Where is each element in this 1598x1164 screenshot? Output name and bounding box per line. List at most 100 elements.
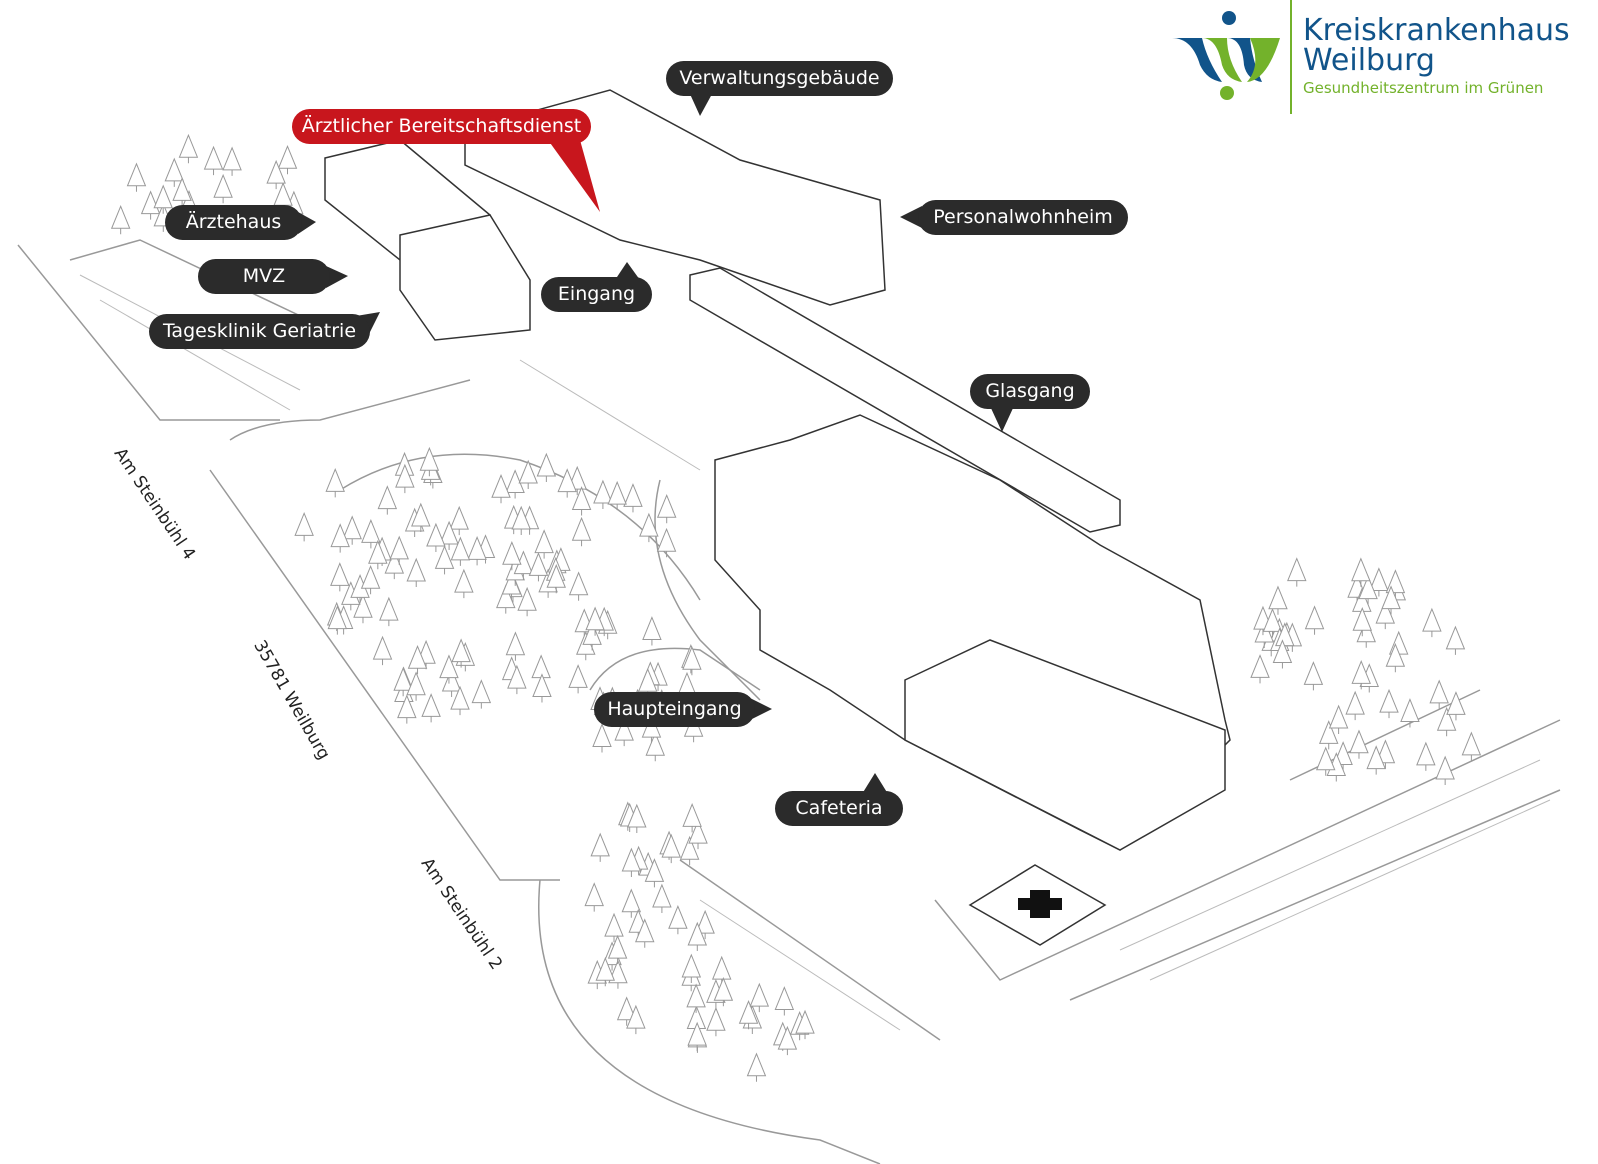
- tree: [372, 635, 393, 666]
- tree: [439, 654, 459, 684]
- tree: [534, 529, 554, 559]
- tree: [325, 467, 345, 498]
- tree: [645, 731, 665, 762]
- tree: [126, 162, 147, 192]
- label-personalwohnheim[interactable]: Personalwohnheim: [918, 200, 1128, 235]
- tree: [379, 596, 399, 627]
- tree: [1304, 605, 1325, 635]
- tree: [421, 693, 441, 723]
- tree: [607, 480, 627, 511]
- tree: [1272, 639, 1293, 669]
- label-verwaltungsgebaeude[interactable]: Verwaltungsgebäude: [666, 61, 893, 96]
- tree: [164, 157, 185, 187]
- label-mvz[interactable]: MVZ: [198, 259, 330, 294]
- tree: [592, 723, 612, 753]
- tree: [774, 986, 795, 1016]
- tree: [777, 1025, 798, 1056]
- tree: [407, 644, 428, 675]
- label-eingang[interactable]: Eingang: [541, 277, 652, 312]
- tree: [1356, 618, 1376, 648]
- tree: [713, 976, 734, 1007]
- tree: [1366, 745, 1386, 775]
- tree: [571, 486, 592, 516]
- tree: [668, 904, 688, 935]
- tree: [294, 512, 314, 542]
- pointer-personal: [900, 206, 922, 228]
- tree: [389, 535, 409, 565]
- tree: [518, 459, 538, 490]
- pointer-bereitschaft: [548, 140, 600, 212]
- tree: [1446, 691, 1466, 721]
- tree: [330, 523, 350, 553]
- tree: [419, 446, 440, 477]
- tree: [501, 570, 522, 600]
- buildings: [324, 89, 1231, 946]
- tree: [635, 918, 655, 948]
- tree: [644, 858, 665, 888]
- tree: [1345, 690, 1365, 721]
- tree: [1352, 606, 1373, 637]
- tree: [450, 536, 471, 566]
- tree: [502, 540, 522, 571]
- tree: [110, 204, 131, 235]
- pointer-eingang: [615, 262, 640, 280]
- label-tagesklinik-geriatrie[interactable]: Tagesklinik Geriatrie: [149, 314, 370, 349]
- tree: [153, 184, 173, 214]
- tree: [626, 1004, 646, 1035]
- tree: [642, 616, 662, 646]
- tree: [627, 803, 647, 834]
- tree: [505, 631, 526, 661]
- tree: [441, 667, 462, 698]
- tree: [681, 953, 702, 983]
- tree: [621, 888, 642, 918]
- building-glasgang: [689, 267, 1121, 533]
- tree: [604, 912, 624, 943]
- label-haupteingang[interactable]: Haupteingang: [594, 692, 755, 727]
- tree: [395, 463, 415, 494]
- tree: [377, 485, 398, 515]
- tree: [1385, 642, 1406, 673]
- label-aerztehaus[interactable]: Ärztehaus: [165, 205, 302, 240]
- tree: [1351, 659, 1371, 690]
- tree: [686, 983, 706, 1013]
- tree: [656, 493, 677, 524]
- tree: [434, 545, 455, 575]
- tree: [1315, 746, 1336, 776]
- tree: [450, 685, 470, 716]
- tree: [467, 536, 487, 566]
- tree: [687, 921, 708, 952]
- tree: [1369, 567, 1389, 597]
- tree: [342, 515, 362, 545]
- pointer-verwaltung: [690, 94, 712, 116]
- tree: [277, 144, 298, 175]
- tree: [1303, 661, 1324, 691]
- tree: [1358, 575, 1378, 605]
- tree: [397, 694, 417, 724]
- tree: [679, 835, 700, 866]
- tree: [688, 819, 708, 850]
- label-glasgang[interactable]: Glasgang: [970, 374, 1090, 409]
- tree: [536, 452, 557, 483]
- tree: [593, 479, 613, 509]
- label-aerztlicher-bereitschaftsdienst[interactable]: Ärztlicher Bereitschaftsdienst: [292, 109, 591, 144]
- tree: [222, 146, 242, 176]
- tree: [1422, 607, 1442, 638]
- tree: [568, 571, 589, 601]
- label-cafeteria[interactable]: Cafeteria: [775, 791, 903, 826]
- logo-title-line2: Weilburg: [1303, 43, 1435, 78]
- tree: [623, 483, 643, 513]
- tree: [738, 999, 759, 1030]
- pointer-glasgang: [990, 406, 1014, 432]
- logo-mark-icon: [1172, 11, 1280, 100]
- logo-title-line1: Kreiskrankenhaus: [1303, 13, 1570, 48]
- tree: [1435, 755, 1455, 785]
- tree: [406, 557, 426, 588]
- pointer-haupteingang: [750, 698, 772, 720]
- tree: [426, 522, 446, 553]
- tree: [1445, 625, 1466, 655]
- pointer-mvz: [326, 266, 348, 288]
- logo-divider: [1290, 0, 1292, 114]
- tree: [1381, 585, 1401, 615]
- tree: [178, 133, 199, 164]
